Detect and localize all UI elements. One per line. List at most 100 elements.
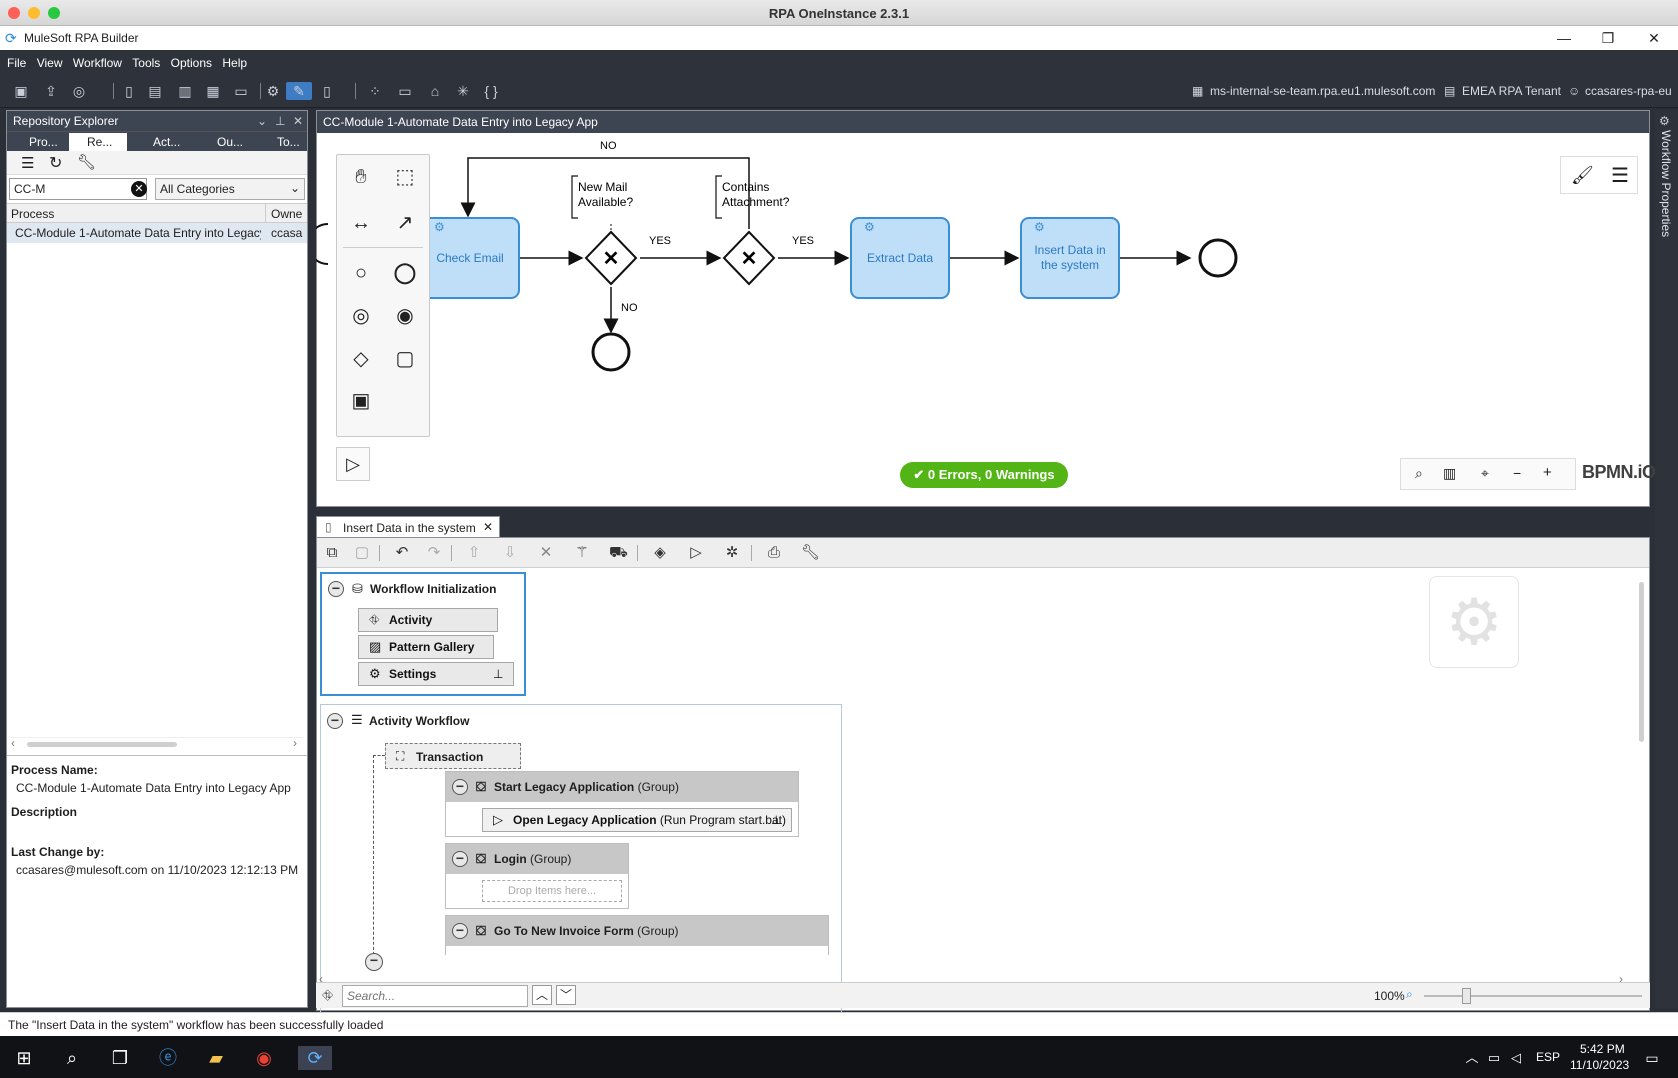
settings-button[interactable]: ⚙Settings⊥ (358, 662, 514, 686)
timer-event-icon[interactable]: ◉ (396, 305, 414, 327)
open-legacy-application-button[interactable]: ▷ Open Legacy Application (Run Program s… (482, 808, 792, 832)
play-icon[interactable]: ▷ (336, 447, 370, 481)
validation-status-badge[interactable]: ✔ 0 Errors, 0 Warnings (900, 462, 1068, 488)
crosshair-icon[interactable]: ⌖ (1481, 465, 1489, 481)
redo-icon[interactable]: ↷ (427, 544, 441, 561)
close-button[interactable]: ✕ (1648, 30, 1660, 46)
menu-tools[interactable]: Tools (132, 56, 161, 70)
tab-outputs[interactable]: Ou... (217, 135, 244, 149)
chevron-down-icon[interactable]: ⌄ (257, 114, 268, 128)
inbox-icon[interactable]: ▭ (234, 83, 248, 99)
collapse-icon[interactable]: − (365, 953, 383, 971)
table-row[interactable]: CC-Module 1-Automate Data Entry into Leg… (7, 223, 307, 243)
gateway-attachment[interactable] (722, 230, 776, 286)
vertical-scrollbar[interactable] (1635, 572, 1649, 972)
undo-icon[interactable]: ↶ (395, 544, 409, 561)
close-light-icon[interactable] (8, 7, 20, 19)
workflow-properties-sidebar[interactable]: ⚙ Workflow Properties (1655, 110, 1678, 1008)
collapse-icon[interactable]: − (327, 713, 343, 729)
group-new-invoice[interactable]: − ⛋ Go To New Invoice Form (Group) (445, 915, 829, 955)
menu-icon[interactable]: ☰ (1611, 165, 1629, 187)
pin-icon[interactable]: ⊥ (771, 813, 782, 827)
col-owner[interactable]: Owne (271, 207, 303, 221)
pin-icon[interactable]: ⊥ (275, 114, 286, 128)
stack-icon[interactable]: ▤ (148, 83, 162, 99)
zoom-in-icon[interactable]: + (1543, 464, 1552, 481)
tab-repository[interactable]: Re... (69, 133, 127, 151)
transaction-block[interactable]: ⛶ Transaction (385, 743, 521, 769)
braces-icon[interactable]: { } (484, 83, 498, 99)
task-view-icon[interactable]: ❐ (111, 1048, 129, 1068)
truck-icon[interactable]: ⛟ (609, 544, 628, 561)
user-name[interactable]: ccasares-rpa-eu (1585, 84, 1672, 98)
notifications-icon[interactable]: ▭ (1645, 1050, 1659, 1066)
volume-icon[interactable]: ◁ (1511, 1050, 1521, 1065)
collapse-icon[interactable]: − (452, 779, 468, 795)
menu-view[interactable]: View (36, 56, 63, 70)
intermediate-event-icon[interactable]: ◎ (352, 305, 370, 327)
connect-tool-icon[interactable]: ↗ (396, 212, 414, 234)
run-icon[interactable]: ▷ (690, 544, 702, 561)
search-input[interactable] (342, 985, 528, 1007)
wrench-icon[interactable]: 🔧︎ (801, 544, 821, 561)
user-task-icon[interactable]: ▢ (395, 348, 415, 370)
close-icon[interactable]: ✕ (293, 114, 304, 128)
end-event-no-mail[interactable] (591, 332, 631, 372)
bpmnio-logo[interactable]: BPMN.iO (1582, 462, 1656, 482)
language-indicator[interactable]: ESP (1536, 1050, 1561, 1064)
collapse-icon[interactable]: − (328, 581, 344, 597)
gear-icon[interactable]: ⚙ (266, 83, 280, 99)
refresh-icon[interactable]: ↻ (49, 155, 63, 172)
upload-icon[interactable]: ⇪ (45, 83, 57, 99)
end-event-icon[interactable]: ◯ (393, 262, 417, 284)
zoom-slider[interactable] (1424, 988, 1642, 1004)
filter-input[interactable]: CC-M (9, 178, 147, 200)
group-start-legacy[interactable]: − ⛋ Start Legacy Application (Group) ▷ O… (445, 771, 799, 837)
drop-zone[interactable]: Drop Items here... (482, 880, 622, 902)
network-icon[interactable]: ▭ (1487, 1050, 1501, 1065)
report-icon[interactable]: ▯ (323, 83, 331, 99)
tab-processes[interactable]: Pro... (29, 135, 58, 149)
clock-date[interactable]: 11/10/2023 (1570, 1058, 1630, 1072)
chevron-down-icon[interactable]: ﹀ (556, 985, 576, 1005)
pin-icon[interactable]: ⊥ (493, 667, 504, 681)
menu-file[interactable]: File (7, 56, 27, 70)
col-process[interactable]: Process (11, 207, 55, 221)
category-select[interactable]: All Categories ⌄ (155, 178, 305, 200)
library-icon[interactable]: ▥ (178, 83, 192, 99)
graph-icon[interactable]: ⁘ (369, 83, 381, 99)
collapse-icon[interactable]: − (452, 923, 468, 939)
editor-tab[interactable]: ▯ Insert Data in the system ✕ (316, 516, 500, 538)
folder-icon[interactable]: ▰ (209, 1048, 223, 1068)
space-tool-icon[interactable]: ↔ (351, 212, 371, 234)
zoom-light-icon[interactable] (48, 7, 60, 19)
chevron-up-icon[interactable]: ︿ (1465, 1050, 1479, 1065)
menu-options[interactable]: Options (170, 56, 213, 70)
end-event[interactable] (1198, 238, 1238, 278)
search-icon[interactable]: ⌕ (66, 1048, 78, 1068)
minimize-button[interactable]: — (1557, 30, 1571, 46)
collapse-icon[interactable]: − (452, 851, 468, 867)
document-icon[interactable]: ▦ (206, 83, 220, 99)
menu-workflow[interactable]: Workflow (72, 56, 122, 70)
laptop-icon[interactable]: ▭ (398, 83, 412, 99)
asterisk-icon[interactable]: ✳ (457, 83, 469, 99)
clear-icon[interactable]: ✕ (131, 181, 147, 197)
chevron-right-icon[interactable]: › (293, 736, 297, 750)
home-icon[interactable]: ⌂ (430, 83, 440, 99)
rpa-builder-icon[interactable]: ⟳ (298, 1046, 332, 1070)
debug-icon[interactable]: ✲ (725, 544, 739, 561)
pattern-gallery-button[interactable]: ▨Pattern Gallery (358, 635, 494, 659)
save-icon[interactable]: ▣ (14, 83, 28, 99)
windows-start-icon[interactable]: ⊞ (16, 1048, 32, 1068)
paste-icon[interactable]: ▢ (354, 544, 370, 561)
gateway-icon[interactable]: ◇ (353, 348, 369, 370)
start-event-icon[interactable]: ○ (354, 262, 368, 284)
restore-button[interactable]: ❐ (1601, 30, 1615, 46)
activity-parameters-button[interactable]: ⛗Activity Parameters (358, 608, 498, 649)
search-icon[interactable]: ⌕ (1415, 465, 1423, 481)
horizontal-scrollbar[interactable]: ‹ › (11, 736, 303, 751)
wrench-icon[interactable]: 🔧︎ (77, 154, 97, 171)
edge-icon[interactable]: ⓔ (159, 1048, 177, 1068)
tab-activities[interactable]: Act... (153, 135, 181, 149)
